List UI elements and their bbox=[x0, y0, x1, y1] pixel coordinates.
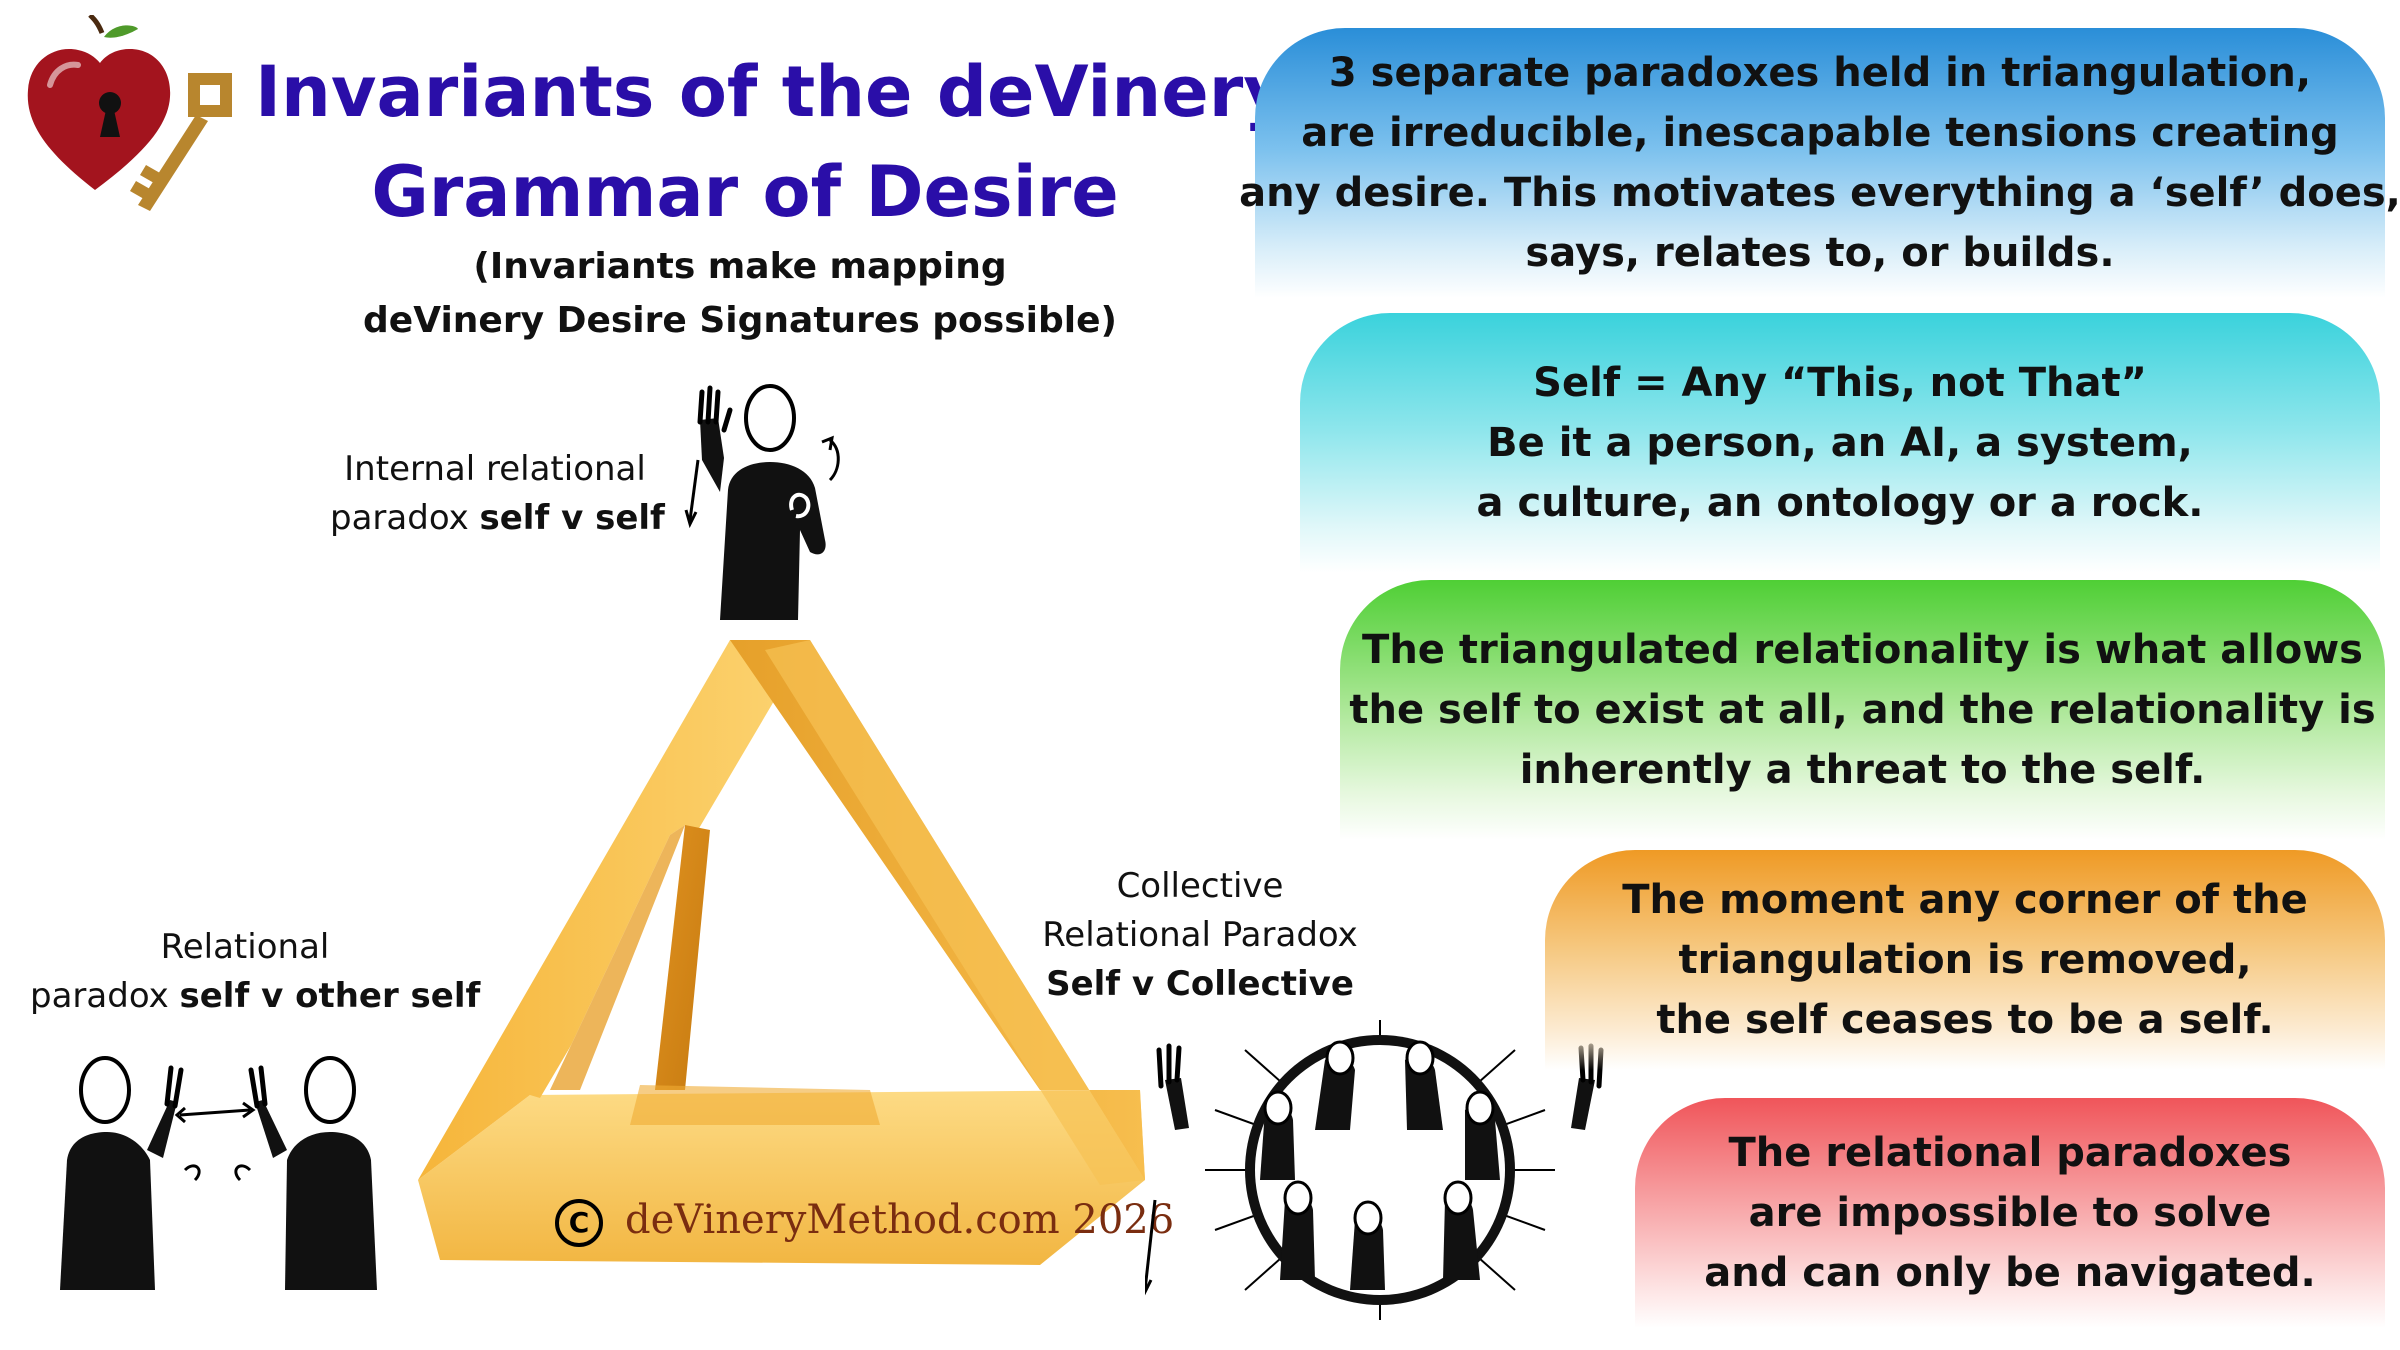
corner-label-relational-prefix: paradox bbox=[30, 976, 180, 1016]
bubble-1-line-3: any desire. This motivates everything a … bbox=[1239, 170, 2400, 216]
corner-label-collective: Collective Relational Paradox Self v Col… bbox=[1040, 862, 1360, 1009]
title-line-2: Grammar of Desire bbox=[371, 151, 1119, 233]
bubble-triangulation: 3 separate paradoxes held in triangulati… bbox=[1239, 28, 2400, 298]
bubble-4-line-2: triangulation is removed, bbox=[1678, 937, 2252, 983]
bubble-5-line-2: are impossible to solve bbox=[1748, 1190, 2272, 1236]
subtitle-line-1: (Invariants make mapping bbox=[473, 246, 1007, 287]
bubble-corner-removed: The moment any corner of the triangulati… bbox=[1545, 850, 2385, 1070]
corner-label-collective-line-3: Self v Collective bbox=[1040, 960, 1360, 1009]
corner-label-collective-line-2: Relational Paradox bbox=[1042, 915, 1358, 955]
signing-person-icon bbox=[684, 384, 840, 620]
corner-label-internal-line-1: Internal relational bbox=[344, 449, 646, 489]
bubble-4-line-3: the self ceases to be a self. bbox=[1656, 997, 2274, 1043]
copyright-text: deVineryMethod.com 2026 bbox=[625, 1197, 1175, 1243]
bubble-2-line-3: a culture, an ontology or a rock. bbox=[1476, 480, 2204, 526]
bubble-1-line-2: are irreducible, inescapable tensions cr… bbox=[1301, 110, 2339, 156]
bubble-1-line-4: says, relates to, or builds. bbox=[1525, 230, 2115, 276]
two-people-icon bbox=[60, 1056, 377, 1290]
corner-label-relational: Relational paradox self v other self bbox=[30, 923, 480, 1021]
bubble-1-line-1: 3 separate paradoxes held in triangulati… bbox=[1328, 50, 2312, 96]
corner-label-internal: Internal relational paradox self v self bbox=[330, 445, 665, 543]
bubble-self-definition: Self = Any “This, not That” Be it a pers… bbox=[1300, 313, 2380, 573]
copyright-icon: C bbox=[555, 1199, 603, 1247]
corner-label-relational-bold: self v other self bbox=[179, 976, 481, 1016]
corner-label-internal-prefix: paradox bbox=[330, 498, 480, 538]
page-title: Invariants of the deVinery Grammar of De… bbox=[255, 42, 1289, 242]
title-line-1: Invariants of the deVinery bbox=[255, 51, 1289, 133]
key-icon bbox=[130, 73, 232, 211]
collective-circle-icon bbox=[1145, 1020, 1604, 1320]
bubble-3-line-1: The triangulated relationality is what a… bbox=[1362, 627, 2363, 673]
corner-label-collective-line-1: Collective bbox=[1116, 866, 1284, 906]
corner-label-collective-bold: Self v Collective bbox=[1046, 964, 1354, 1004]
logo bbox=[27, 15, 232, 211]
subtitle: (Invariants make mapping deVinery Desire… bbox=[300, 240, 1180, 348]
bubble-5-line-1: The relational paradoxes bbox=[1728, 1130, 2292, 1176]
triangle-hole bbox=[550, 825, 870, 1090]
bubble-3-line-2: the self to exist at all, and the relati… bbox=[1349, 687, 2376, 733]
bubble-navigation: The relational paradoxes are impossible … bbox=[1635, 1098, 2385, 1328]
bubble-5-line-3: and can only be navigated. bbox=[1704, 1250, 2316, 1296]
bubble-relationality: The triangulated relationality is what a… bbox=[1340, 580, 2385, 840]
impossible-triangle bbox=[418, 640, 1145, 1265]
bubble-3-line-3: inherently a threat to the self. bbox=[1519, 747, 2206, 793]
corner-label-relational-line-1: Relational bbox=[160, 927, 330, 967]
corner-label-internal-line-2: paradox self v self bbox=[330, 494, 665, 543]
apple-heart-keyhole-icon bbox=[27, 15, 171, 190]
corner-label-internal-bold: self v self bbox=[479, 498, 665, 538]
bubble-2-line-1: Self = Any “This, not That” bbox=[1533, 360, 2147, 406]
bubble-2-line-2: Be it a person, an AI, a system, bbox=[1487, 420, 2193, 466]
bubble-4-line-1: The moment any corner of the bbox=[1622, 877, 2308, 923]
triangle-left-face bbox=[418, 640, 810, 1180]
corner-label-relational-line-2: paradox self v other self bbox=[30, 972, 480, 1021]
subtitle-line-2: deVinery Desire Signatures possible) bbox=[363, 300, 1117, 341]
